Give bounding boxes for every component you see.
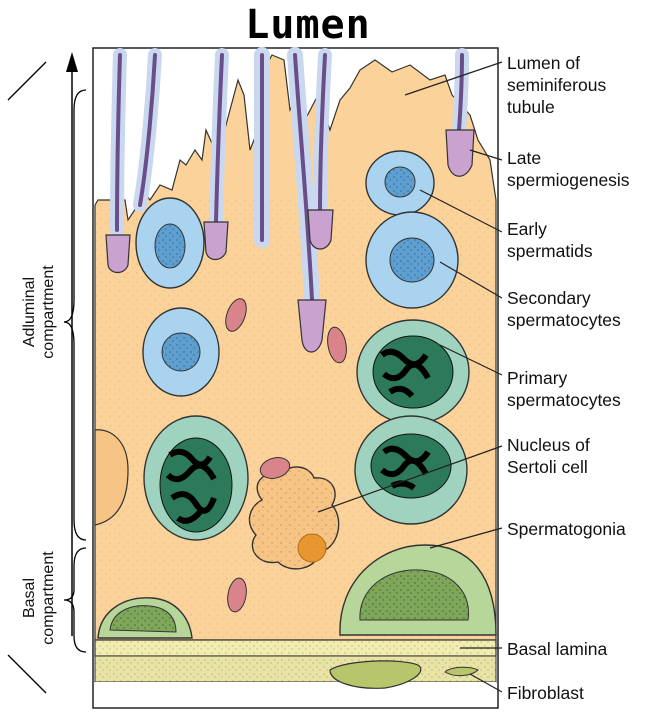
label-secondary-spermatocytes: Secondary spermatocytes (507, 287, 621, 331)
label-adluminal-compartment: Adluminal compartment (20, 242, 60, 382)
compartment-brackets (64, 90, 86, 652)
lumen-axis-arrow (66, 52, 78, 636)
label-primary-spermatocytes: Primary spermatocytes (507, 367, 621, 411)
label-basal-compartment: Basal compartment (20, 528, 60, 668)
label-late-spermiogenesis: Late spermiogenesis (507, 147, 630, 191)
label-lumen-of-seminiferous-tubule: Lumen of seminiferous tubule (507, 52, 606, 118)
secondary-spermatocyte (366, 212, 458, 308)
label-early-spermatids: Early spermatids (507, 218, 593, 262)
label-basal-lamina: Basal lamina (507, 638, 607, 660)
label-nucleus-of-sertoli-cell: Nucleus of Sertoli cell (507, 434, 590, 478)
lumen-title: Lumen (208, 2, 408, 48)
edge-line-top (8, 62, 46, 100)
label-spermatogonia: Spermatogonia (507, 518, 626, 540)
label-fibroblast: Fibroblast (507, 682, 584, 704)
